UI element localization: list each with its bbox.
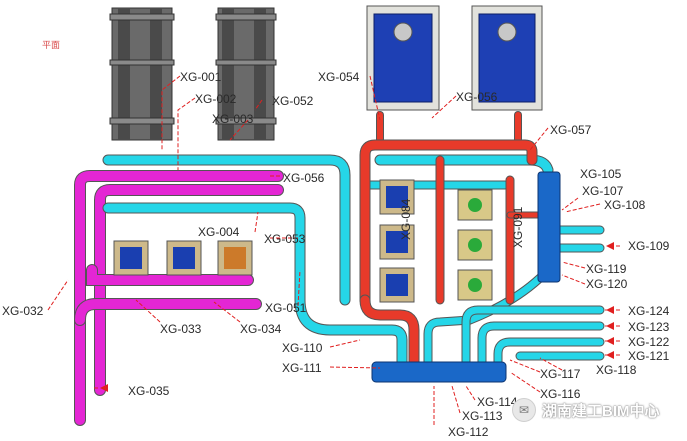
label-xg-002: XG-002	[195, 92, 237, 106]
boiler-units	[366, 5, 543, 111]
label-xg-111: XG-111	[282, 361, 322, 375]
label-xg-108: XG-108	[604, 198, 646, 212]
label-xg-122: XG-122	[628, 335, 670, 349]
label-xg-112: XG-112	[448, 425, 489, 439]
label-xg-084: XG-084	[399, 198, 413, 240]
label-xg-110: XG-110	[282, 341, 323, 355]
red-pipes	[359, 111, 544, 378]
label-xg-051: XG-051	[265, 301, 307, 315]
label-xg-053: XG-053	[264, 232, 306, 246]
label-xg-056b: XG-056	[283, 171, 325, 185]
tall-units-left	[109, 7, 277, 141]
watermark-text: 湖南建工BIM中心	[542, 402, 660, 420]
label-xg-113: XG-113	[462, 409, 503, 423]
label-xg-001: XG-001	[180, 70, 222, 84]
label-xg-057: XG-057	[550, 123, 592, 137]
watermark: ✉ 湖南建工BIM中心	[512, 398, 660, 422]
label-xg-105: XG-105	[580, 167, 622, 181]
label-xg-003: XG-003	[212, 112, 254, 126]
label-xg-091: XG-091	[511, 206, 525, 248]
pump-boxes	[113, 179, 493, 303]
label-xg-034: XG-034	[240, 322, 282, 336]
label-xg-109: XG-109	[628, 239, 670, 253]
label-xg-033: XG-033	[160, 322, 202, 336]
label-xg-052: XG-052	[272, 94, 314, 108]
label-xg-116: XG-116	[540, 387, 581, 401]
magenta-pipes	[74, 170, 284, 426]
label-xg-035: XG-035	[128, 384, 170, 398]
label-xg-120: XG-120	[586, 277, 628, 291]
label-xg-107: XG-107	[582, 184, 624, 198]
label-xg-054: XG-054	[318, 70, 360, 84]
leader-arrows	[100, 242, 614, 392]
bottom-manifold	[371, 361, 507, 383]
right-manifold	[537, 171, 561, 283]
label-xg-114: XG-114	[477, 395, 518, 409]
label-xg-121: XG-121	[628, 349, 670, 363]
label-xg-123: XG-123	[628, 320, 670, 334]
view-title: 平面	[42, 40, 61, 50]
leader-lines	[47, 75, 620, 425]
label-xg-004: XG-004	[198, 225, 240, 239]
label-xg-124: XG-124	[628, 304, 670, 318]
label-xg-032: XG-032	[2, 304, 44, 318]
label-xg-119: XG-119	[586, 262, 627, 276]
label-xg-117: XG-117	[540, 367, 581, 381]
wechat-icon: ✉	[512, 398, 536, 422]
label-xg-056a: XG-056	[456, 90, 498, 104]
cyan-pipes	[102, 154, 605, 378]
label-xg-118: XG-118	[596, 363, 637, 377]
